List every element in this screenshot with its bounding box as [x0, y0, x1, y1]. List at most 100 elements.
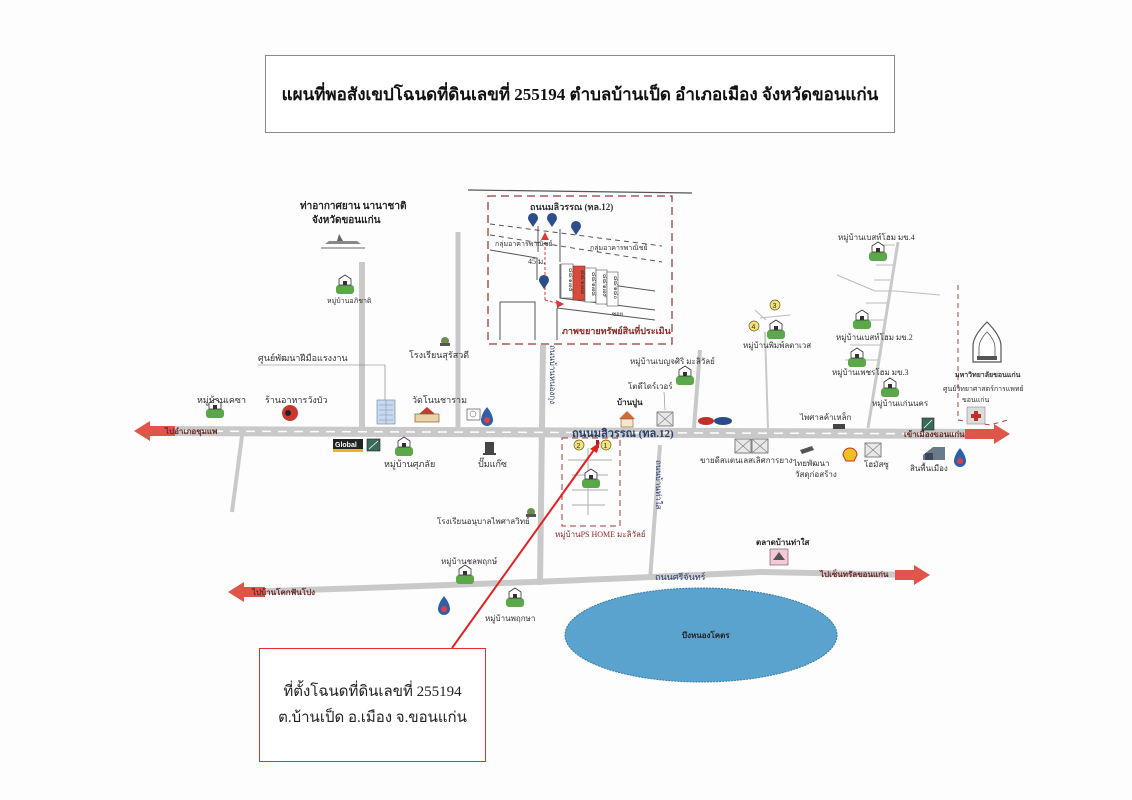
label-local-goods: สินพื้นเมือง — [910, 462, 948, 473]
label-to-city: เข้าเมืองขอนแก่น — [904, 429, 965, 439]
marker-3: 3 — [769, 299, 781, 311]
label-south-road: ถนนศรีจันทร์ — [655, 571, 706, 582]
arrow-east-highway — [965, 424, 1010, 444]
label-hospital-1: ศูนย์วิทยาศาสตร์การแพทย์ — [943, 385, 1024, 393]
lot-label: ๘๘/๑๗๕ — [567, 268, 574, 292]
label-tire: เลิศการยาง — [753, 456, 793, 465]
label-airport-1: ท่าอากาศยาน นานาชาติ — [300, 200, 406, 212]
svg-text:4: 4 — [752, 324, 756, 331]
road-vertical-2 — [648, 444, 662, 581]
label-construction-2: วัสดุก่อสร้าง — [795, 470, 837, 479]
label-village-airport: หมู่บ้านอภิชาติ — [327, 297, 372, 305]
marker-4: 4 — [748, 320, 760, 332]
marker-1: 1 — [600, 439, 612, 451]
store-icon — [656, 411, 674, 427]
label-village-benjasiri: หมู่บ้านเบญจศิริ มะลิวัลย์ — [630, 356, 715, 367]
village-icon — [852, 309, 872, 330]
hospital-icon — [966, 406, 986, 425]
label-main-road: ถนนมลิวรรณ (ทล.12) — [572, 427, 674, 440]
tools-icon — [800, 446, 814, 454]
label-village-chonlaphruek: หมู่บ้านชลพฤกษ์ — [441, 556, 497, 567]
svg-text:2: 2 — [577, 443, 581, 450]
label-village-m3: หมู่บ้านเพชรโฮม มข.3 — [832, 367, 909, 378]
village-icon — [675, 365, 695, 386]
road-west-spur — [230, 435, 244, 513]
label-gas-pump: ปั๊มแก๊ซ — [478, 457, 507, 469]
market-icon — [769, 548, 789, 566]
inset-caption: ภาพขยายทรัพย์สินที่ประเมิน — [562, 324, 672, 336]
arrow-east-south — [895, 565, 930, 585]
lot-label: ๘๘/๑๗๘ — [590, 272, 596, 296]
label-university: มหาวิทยาลัยขอนแก่น — [955, 371, 1021, 379]
svg-text:1: 1 — [604, 443, 608, 450]
inset-zone-left: กลุ่มอาคารพาณิชย์ — [495, 240, 553, 248]
road-nature — [764, 331, 769, 429]
label-to-chumphae: ไปอำเภอชุมแพ — [164, 426, 217, 437]
building-icon — [376, 399, 396, 425]
lot-label: ๘๘/๑๗๗ — [579, 270, 585, 294]
label-home-store: โฮมัสซู — [864, 459, 889, 470]
village-icon — [847, 347, 867, 368]
label-south-right: ไปเซ็นทรัลขอนแก่น — [819, 568, 889, 579]
restaurant-icon — [282, 405, 298, 421]
school-icon — [526, 508, 536, 517]
store-icon — [864, 442, 882, 458]
arrow-west-highway — [134, 421, 175, 441]
store-icon — [734, 438, 752, 454]
label-school-1: โรงเรียนสุรัสวดี — [409, 350, 469, 361]
svg-text:Global: Global — [335, 442, 357, 449]
label-todd-driver: โตดีไดร์เวอร์ — [628, 381, 673, 391]
camera-markers — [528, 212, 581, 289]
label-village-soonklang: หมู่บ้านศุภลัย — [384, 459, 435, 470]
gas-station-icon — [954, 448, 966, 467]
label-temple: วัดโนนชาราม — [412, 395, 467, 405]
label-restaurant: ร้านอาหารวังบัว — [265, 395, 328, 405]
lake — [564, 587, 838, 683]
airplane-icon — [321, 234, 365, 249]
label-south-left: ไปบ้านโคกฟันโปง — [251, 587, 315, 597]
label-village-kaen: หมู่บ้านแก่นนคร — [872, 399, 929, 409]
label-car-dealer: ขายดีสแตนเลส — [700, 456, 753, 465]
temple-icon — [414, 407, 440, 423]
roads-layer — [134, 232, 1010, 602]
house-icon — [619, 411, 635, 428]
label-village-kesa: หมู่บ้านเคซา — [197, 395, 246, 406]
label-steel: ไพศาลค้าเหล็ก — [799, 412, 852, 422]
inset-map: ถนนมลิวรรณ (ทล.12) 45 ม. กลุ่มอาคารพาณิช… — [487, 195, 673, 345]
map-title: แผนที่พอสังเขปโฉนดที่ดินเลขที่ 255194 ตำ… — [281, 84, 879, 104]
village-icon — [505, 587, 525, 608]
lot-label: ๘๘/๑๘๐ — [612, 276, 618, 299]
inset-frame — [487, 195, 673, 345]
university-emblem — [972, 321, 1002, 363]
warehouse-icon — [923, 447, 945, 460]
label-village-m4: หมู่บ้านเบสท์โฮม มข.4 — [838, 232, 915, 243]
marker-2: 2 — [573, 439, 585, 451]
callout-arrowhead — [590, 442, 600, 453]
store-icon — [751, 438, 769, 454]
inset-distance: 45 ม. — [528, 257, 545, 266]
village-icon — [766, 319, 786, 340]
label-village-m2: หมู่บ้านเบสท์โฮม มข.2 — [836, 332, 913, 343]
callout-leader-line — [451, 446, 597, 649]
label-construction-1: ไทยพัฒนา — [792, 459, 829, 468]
shell-icon — [842, 447, 858, 462]
label-ps-home: หมู่บ้านPS HOME มะลิวัลย์ — [555, 529, 646, 540]
location-callout: ที่ตั้งโฉนดที่ดินเลขที่ 255194 ต.บ้านเป็… — [259, 648, 486, 762]
road-vertical-1 — [537, 344, 546, 586]
global-house-logo: Global — [333, 439, 363, 452]
road-m-villages — [866, 241, 900, 429]
label-hospital-2: ขอนแก่น — [962, 396, 990, 404]
inset-top-rule — [467, 189, 693, 194]
village-icon — [394, 436, 414, 457]
inset-zone-right: กลุ่มอาคารพาณิชย์ — [590, 244, 648, 252]
lot-label: ๘๘/๑๗๙ — [601, 274, 607, 298]
leaf-logo-icon — [921, 417, 935, 431]
clock-icon — [466, 408, 481, 421]
label-ban-poon: บ้านปูน — [617, 397, 643, 408]
road-south — [239, 568, 916, 595]
village-icon — [335, 274, 355, 295]
leaf-logo-icon — [366, 438, 381, 452]
arrow-west-south — [228, 582, 265, 602]
school-icon — [440, 337, 450, 346]
